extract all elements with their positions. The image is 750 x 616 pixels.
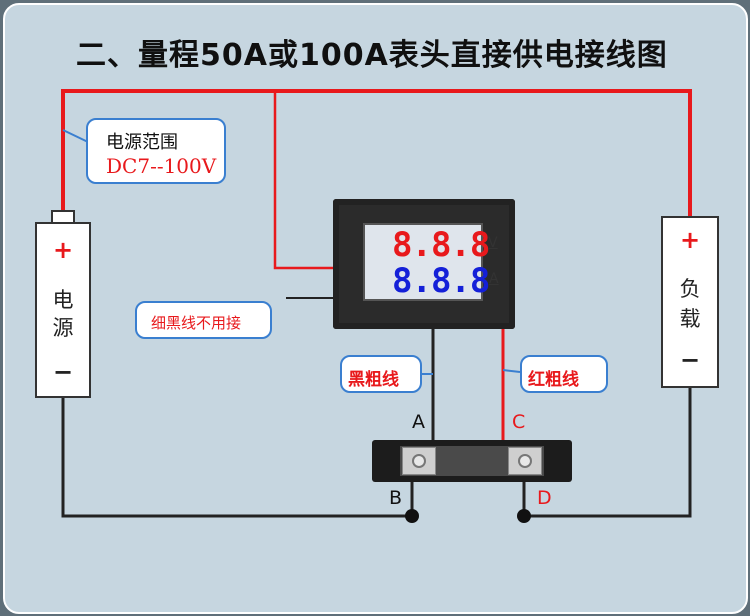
meter-display xyxy=(363,223,483,301)
red-wire-top xyxy=(61,89,692,216)
power-range-callout: 电源范围 DC7--100V xyxy=(86,118,226,184)
battery-minus-sign: − xyxy=(52,358,74,386)
shunt-terminal-left xyxy=(402,447,436,475)
load: + 负 载 − xyxy=(661,216,719,388)
volt-unit: V xyxy=(488,235,498,251)
pin-b-label: B xyxy=(389,487,403,509)
thick-red-callout: 红粗线 xyxy=(520,355,608,393)
black-wire-load-negative xyxy=(524,388,692,518)
shunt-terminal-right xyxy=(508,447,542,475)
load-plus-sign: + xyxy=(679,226,701,254)
thick-red-callout-text: 红粗线 xyxy=(528,370,579,390)
node-d xyxy=(517,509,531,523)
pin-a-label: A xyxy=(412,411,425,433)
thin-black-callout: 细黑线不用接 xyxy=(135,301,272,339)
pin-c-label: C xyxy=(512,411,526,433)
pin-d-label: D xyxy=(537,487,552,509)
battery: + 电 源 − xyxy=(35,222,91,398)
diagram-title: 二、量程50A或100A表头直接供电接线图 xyxy=(76,38,668,73)
bolt-icon xyxy=(518,454,532,468)
red-wire-meter-supply xyxy=(273,91,333,270)
callout-pointer-thick-red xyxy=(502,369,521,373)
battery-plus-sign: + xyxy=(52,236,74,264)
node-b xyxy=(405,509,419,523)
battery-label: 电 源 xyxy=(37,286,89,342)
amp-unit: A xyxy=(489,271,499,287)
load-label-line1: 负 xyxy=(679,277,701,301)
battery-label-line1: 电 xyxy=(52,288,74,312)
thick-black-callout: 黑粗线 xyxy=(340,355,422,393)
power-range-title: 电源范围 xyxy=(106,132,178,153)
thick-black-callout-text: 黑粗线 xyxy=(348,370,399,390)
load-label-line2: 载 xyxy=(679,307,701,331)
thin-black-callout-text: 细黑线不用接 xyxy=(151,314,242,332)
callout-pointer-power xyxy=(62,129,89,143)
amp-reading: 8.8.8 xyxy=(392,261,490,301)
power-range-value: DC7--100V xyxy=(106,154,217,178)
black-wire-battery-negative xyxy=(61,398,412,518)
shunt-resistor xyxy=(372,440,572,482)
load-label: 负 载 xyxy=(663,274,717,334)
bolt-icon xyxy=(412,454,426,468)
battery-label-line2: 源 xyxy=(52,316,74,340)
panel-meter xyxy=(333,199,515,329)
volt-reading: 8.8.8 xyxy=(392,225,490,265)
load-minus-sign: − xyxy=(679,346,701,374)
